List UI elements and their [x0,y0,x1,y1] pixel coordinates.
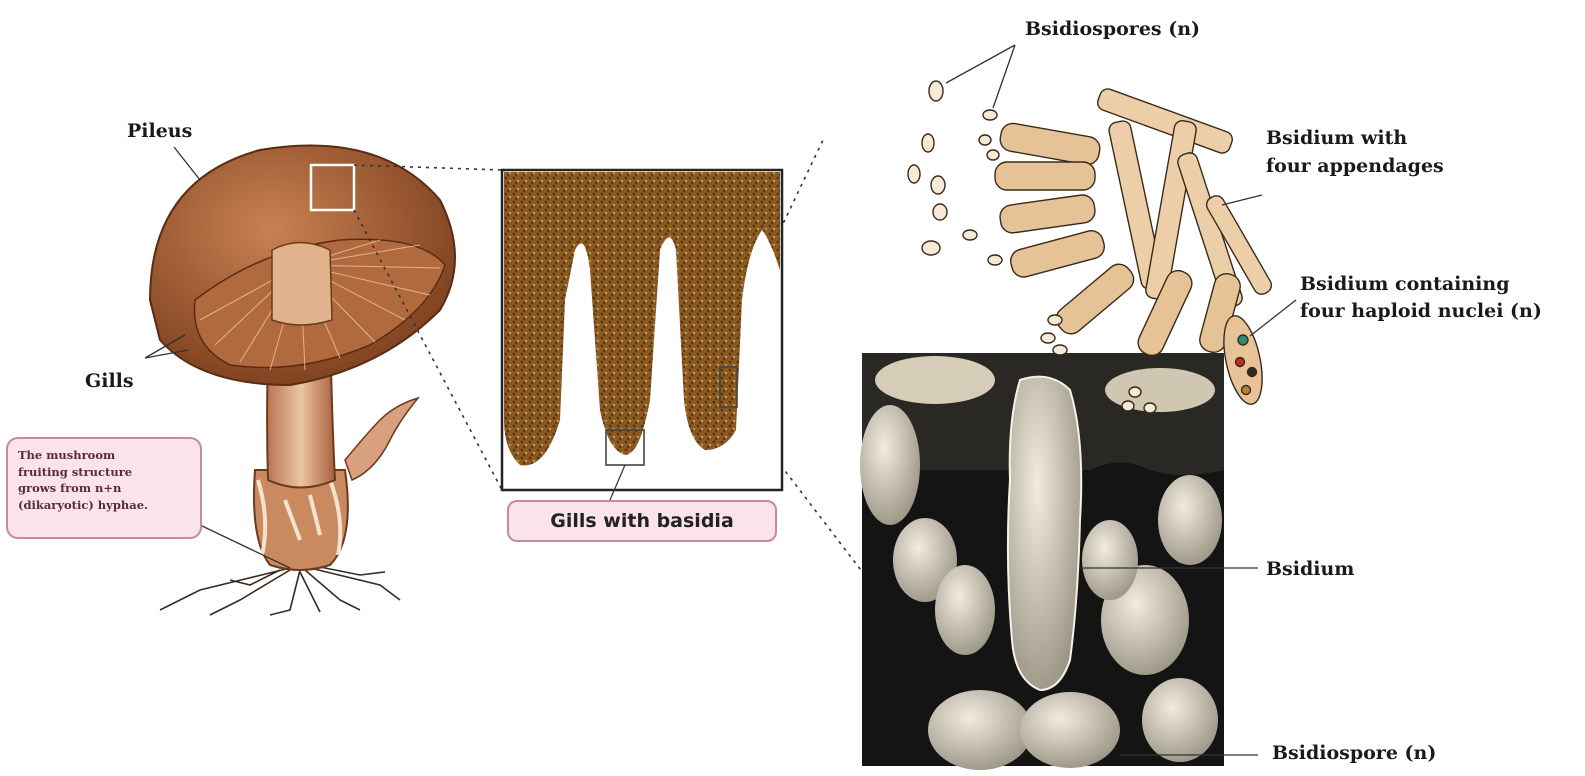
micrograph-basidium [1008,377,1081,690]
label-bsidium-nuclei-line1: Bsidium containing [1300,273,1510,297]
label-gills: Gills [85,370,134,394]
label-gills-with-basidia: Gills with basidia [507,500,777,542]
mycelium-roots [160,566,400,615]
label-pileus: Pileus [127,120,192,144]
callout-fruiting-structure: The mushroom fruiting structure grows fr… [6,437,202,539]
callout-line: (dikaryotic) hyphae. [18,497,190,514]
label-bsidium-appendages-line1: Bsidium with [1266,127,1407,151]
label-bsidiospores-top: Bsidiospores (n) [1025,18,1200,42]
label-bsidium-nuclei-line2: four haploid nuclei (n) [1300,300,1542,324]
label-bsidium-appendages-line2: four appendages [1266,155,1444,179]
ring-flap [345,398,418,480]
basidium-micrograph [860,353,1224,770]
label-bsidiospore-bottom: Bsidiospore (n) [1272,742,1436,766]
callout-line: The mushroom [18,447,190,464]
callout-line: fruiting structure [18,464,190,481]
gill-magnification [502,170,782,500]
mushroom-illustration [145,146,455,615]
label-bsidium: Bsidium [1266,558,1354,582]
callout-line: grows from n+n [18,480,190,497]
